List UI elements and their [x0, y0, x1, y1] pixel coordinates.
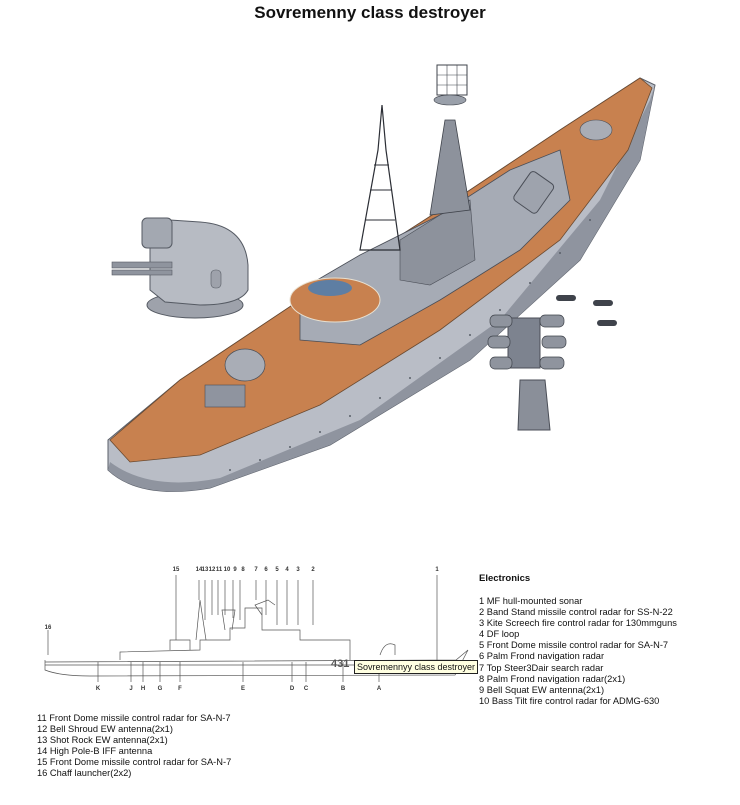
profile-letter-d: D: [289, 686, 295, 692]
profile-label-8: 8: [241, 567, 245, 573]
inset-chaff-launcher: [487, 295, 617, 431]
profile-label-6: 6: [264, 567, 268, 573]
electronics-list-continued: 11 Front Dome missile control radar for …: [37, 713, 231, 780]
lattice-mast: [359, 104, 401, 251]
list-item: 8 Palm Frond navigation radar(2x1): [479, 673, 626, 684]
profile-label-16: 16: [44, 625, 52, 631]
list-item: 3 Kite Screech fire control radar for 13…: [479, 618, 677, 629]
list-item: 5 Front Dome missile control radar for S…: [479, 640, 669, 651]
profile-letter-e: E: [240, 686, 246, 692]
air-search-radar: [436, 64, 468, 96]
profile-label-5: 5: [275, 567, 279, 573]
list-item: 15 Front Dome missile control radar for …: [37, 757, 232, 768]
profile-letter-h: H: [140, 686, 146, 692]
list-item: 4 DF loop: [479, 629, 520, 640]
profile-letter-j: J: [129, 686, 133, 692]
profile-label-4: 4: [285, 567, 289, 573]
image-tooltip: Sovremennyy class destroyer: [354, 660, 479, 674]
profile-label-13: 13: [201, 567, 209, 573]
hull-number: 431: [331, 658, 350, 670]
list-item: 14 High Pole-B IFF antenna: [37, 746, 153, 757]
profile-label-9: 9: [233, 567, 237, 573]
profile-label-15: 15: [172, 567, 180, 573]
list-item: 6 Palm Frond navigation radar: [479, 651, 605, 662]
list-item: 11 Front Dome missile control radar for …: [37, 713, 231, 723]
profile-label-12: 12: [208, 567, 216, 573]
list-item: 7 Top Steer3Dair search radar: [479, 662, 604, 673]
profile-label-11: 11: [215, 567, 223, 573]
main-mast: [429, 119, 471, 216]
list-item: 9 Bell Squat EW antenna(2x1): [479, 684, 605, 695]
profile-label-7: 7: [254, 567, 258, 573]
list-item: 2 Band Stand missile control radar for S…: [479, 607, 673, 618]
list-item: 1 MF hull-mounted sonar: [479, 596, 583, 606]
profile-label-1: 1: [435, 567, 439, 573]
profile-label-14: 14: [195, 567, 203, 573]
page-title: Sovremenny class destroyer: [254, 3, 486, 22]
aft-gun-turret: [224, 348, 266, 382]
profile-letter-k: K: [95, 686, 101, 692]
ship-profile-drawing: [44, 575, 469, 682]
electronics-list: 1 MF hull-mounted sonar 2 Band Stand mis…: [479, 596, 677, 707]
list-item: 10 Bass Tilt fire control radar for ADMG…: [479, 695, 660, 706]
profile-letter-g: G: [157, 686, 163, 692]
profile-label-3: 3: [296, 567, 300, 573]
ship-illustration: [107, 64, 656, 492]
profile-letter-a: A: [376, 686, 382, 692]
list-item: 16 Chaff launcher(2x2): [37, 768, 132, 779]
list-item: 12 Bell Shroud EW antenna(2x1): [37, 724, 173, 735]
profile-letter-b: B: [340, 686, 346, 692]
inset-gun-turret: [111, 217, 249, 319]
profile-letter-c: C: [303, 686, 309, 692]
electronics-heading: Electronics: [479, 573, 531, 584]
profile-letter-f: F: [178, 686, 182, 692]
list-item: 13 Shot Rock EW antenna(2x1): [37, 735, 168, 746]
profile-label-2: 2: [311, 567, 315, 573]
profile-label-10: 10: [223, 567, 231, 573]
